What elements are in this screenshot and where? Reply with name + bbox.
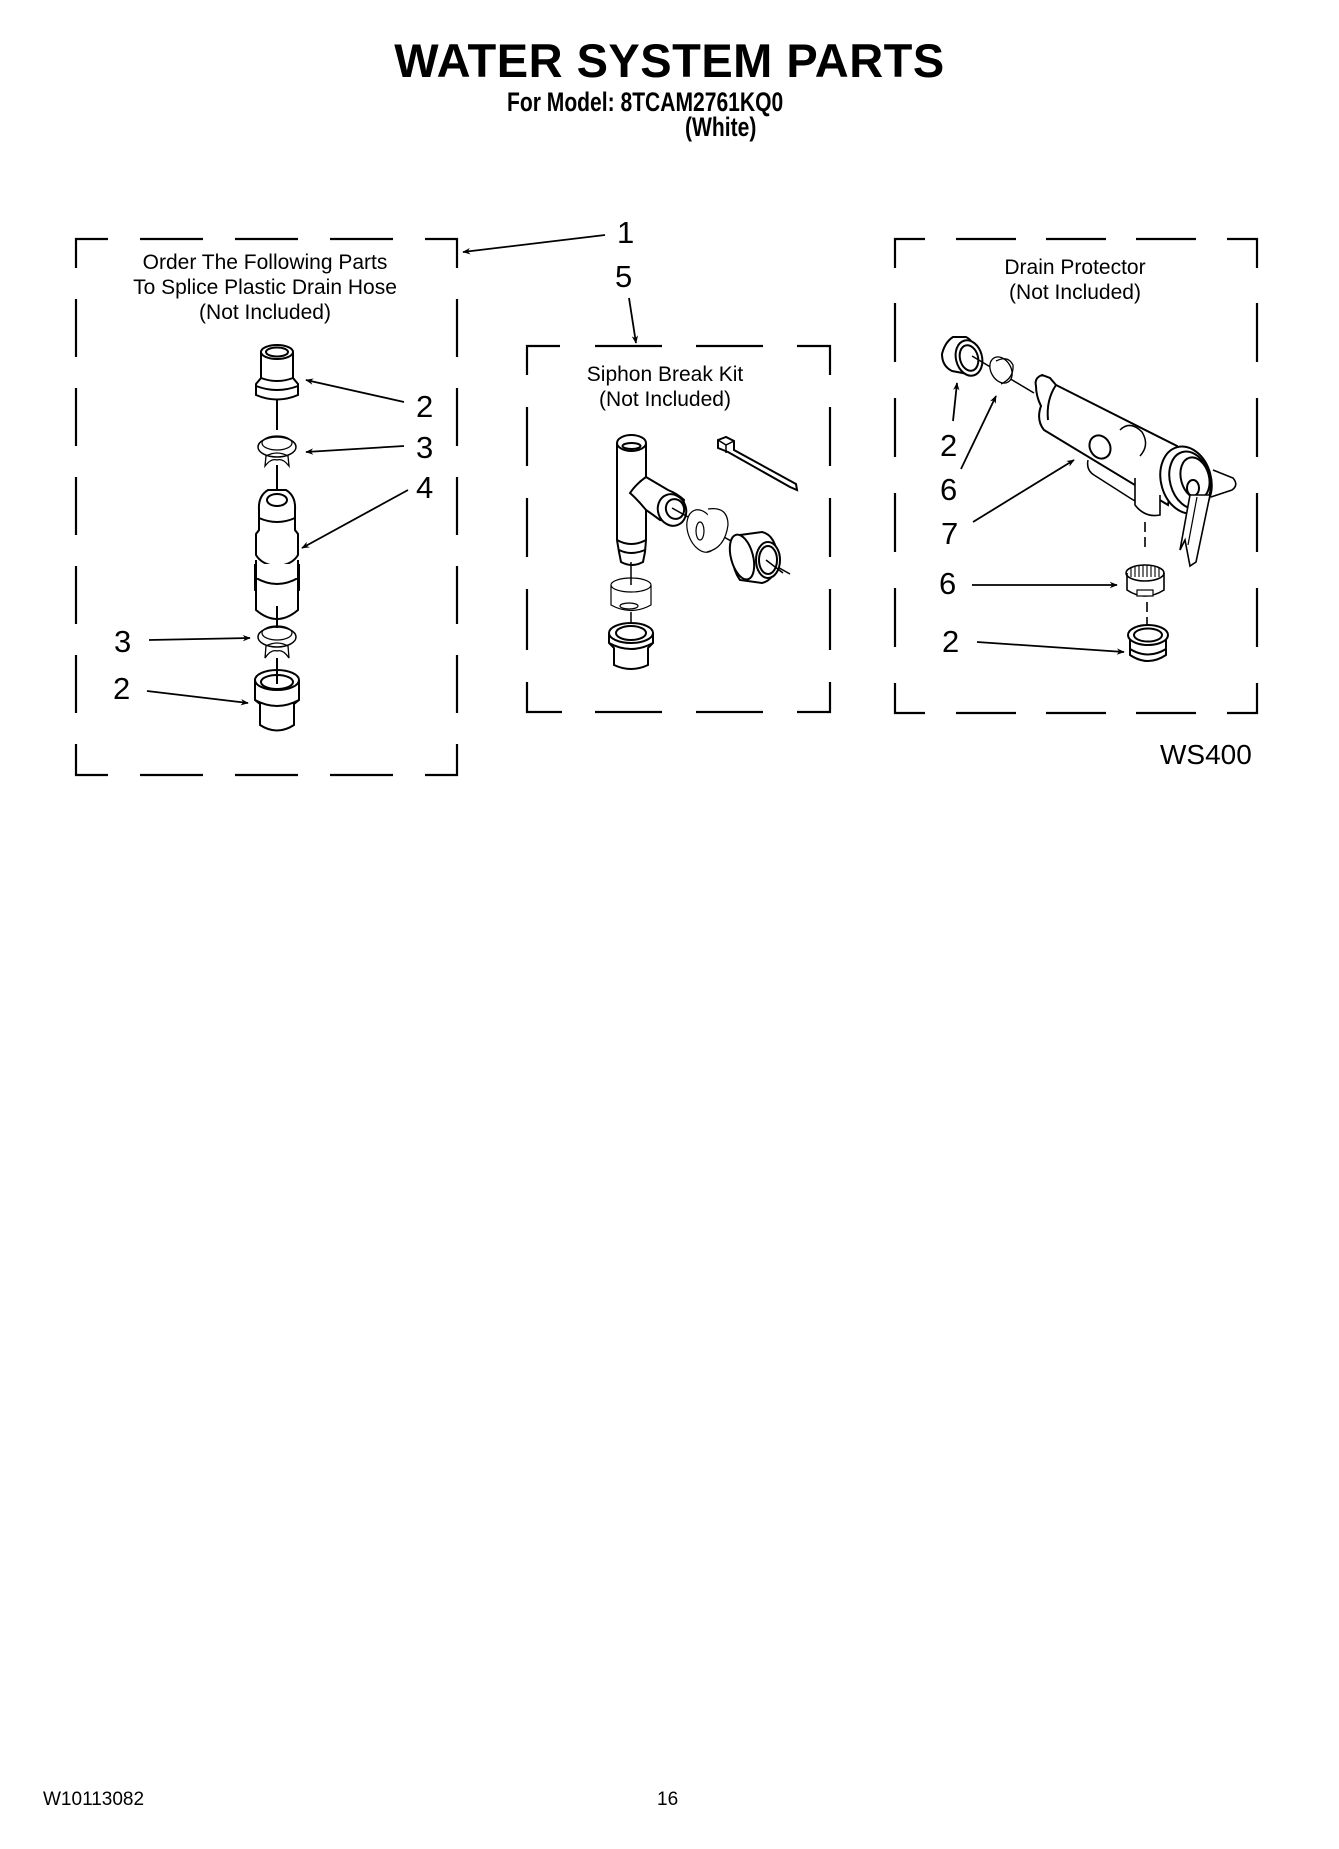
model-variant: (White) — [685, 112, 757, 142]
callout-3-bottom: 3 — [114, 624, 132, 659]
drain-protector-label: Drain Protector (Not Included) — [970, 255, 1180, 305]
siphon-break-kit-box — [525, 344, 832, 714]
drain-protector-parts — [940, 336, 1237, 662]
callout-1: 1 — [617, 215, 635, 250]
page-number: 16 — [657, 1789, 679, 1810]
splice-kit-label-line-1: Order The Following Parts — [142, 251, 388, 274]
document-number: W10113082 — [43, 1789, 145, 1810]
callout-2-bottom: 2 — [113, 671, 131, 706]
splice-kit-box — [74, 237, 459, 777]
callout-6-dp-bottom: 6 — [939, 566, 957, 601]
siphon-break-kit-label-line-1: Siphon Break Kit — [586, 363, 744, 386]
drain-protector-label-line-2: (Not Included) — [1009, 281, 1141, 304]
drain-protector-box — [893, 237, 1259, 715]
callout-3-top: 3 — [416, 430, 434, 465]
figure-id: WS400 — [1160, 739, 1252, 770]
page-title: WATER SYSTEM PARTS — [394, 34, 945, 87]
splice-kit-label-line-3: (Not Included) — [199, 301, 331, 324]
callout-2-dp-bottom: 2 — [942, 624, 960, 659]
drain-protector-label-line-1: Drain Protector — [1004, 256, 1146, 279]
splice-kit-label-line-2: To Splice Plastic Drain Hose — [133, 276, 397, 299]
siphon-break-kit-label: Siphon Break Kit (Not Included) — [560, 362, 770, 412]
callout-2-dp-top: 2 — [940, 428, 958, 463]
callout-2-top: 2 — [416, 389, 434, 424]
callout-5: 5 — [615, 259, 633, 294]
callout-4: 4 — [416, 470, 434, 505]
siphon-break-kit-label-line-2: (Not Included) — [599, 388, 731, 411]
model-number: For Model: 8TCAM2761KQ0 — [507, 87, 784, 117]
splice-kit-parts — [254, 344, 300, 732]
siphon-break-kit-parts — [608, 434, 799, 670]
callout-7: 7 — [941, 516, 959, 551]
splice-kit-label: Order The Following Parts To Splice Plas… — [100, 250, 430, 325]
callout-6-dp-top: 6 — [940, 472, 958, 507]
